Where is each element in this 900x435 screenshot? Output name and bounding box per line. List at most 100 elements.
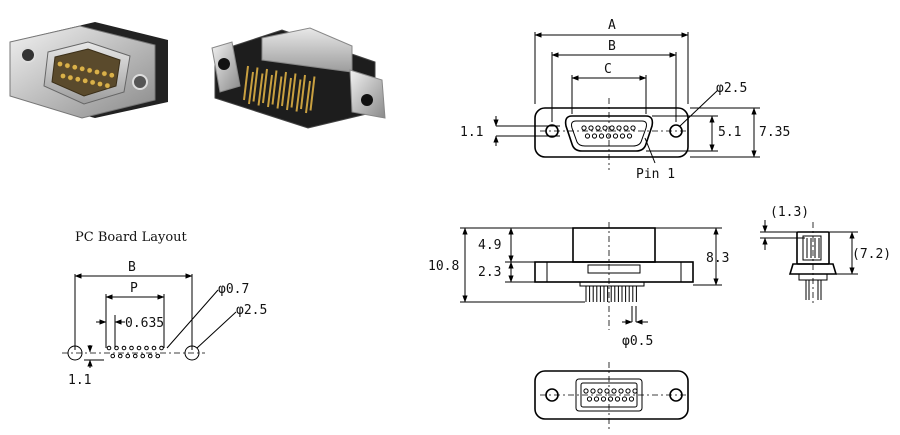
photo-pin-icon: [71, 64, 78, 71]
photo-pin-icon: [67, 74, 74, 81]
front-shell-height: 5.1: [718, 125, 741, 140]
front-pin1-label: Pin 1: [636, 167, 675, 182]
pcb-pin-icon: [114, 345, 119, 351]
connector-photo-front: [9, 22, 168, 119]
pcb-pin-icon: [129, 345, 134, 351]
photo-pin-icon: [97, 81, 103, 87]
photo-pin-icon: [295, 79, 302, 112]
mount-hole-icon: [132, 74, 148, 90]
pcb-pin-grid: [106, 345, 164, 359]
bottom-pin-icon: [604, 388, 610, 394]
photo-pin-icon: [86, 67, 93, 74]
front-pin-icon: [626, 133, 633, 139]
front-pin-icon: [595, 125, 601, 131]
end-view: (1.3) (7.2): [760, 205, 891, 306]
pcb-layout-view: PC Board Layout B P 0.635 φ0.7 φ2.5 1.1: [62, 230, 267, 388]
front-dim-c: C: [604, 62, 612, 77]
end-height: (7.2): [852, 247, 891, 262]
pcb-pin-icon: [144, 345, 149, 351]
pcb-pin-icon: [155, 353, 161, 359]
pcb-dim-p: P: [130, 281, 138, 296]
front-flange-height: 7.35: [759, 125, 790, 140]
front-pin-icon: [581, 125, 587, 131]
photo-pin-icon: [290, 73, 297, 108]
front-pin-grid: [581, 125, 636, 139]
bottom-pin-icon: [590, 388, 596, 394]
bottom-pin-icon: [586, 396, 593, 402]
pcb-pin-icon: [106, 345, 112, 351]
side-flange-thickness: 2.3: [478, 265, 501, 280]
connector-photo-rear: [211, 27, 386, 129]
bottom-pin-icon: [607, 396, 614, 402]
side-shell-outline: [572, 227, 656, 263]
bottom-pin-grid: [583, 388, 638, 402]
photo-pin-icon: [82, 77, 89, 84]
photo-pin-icon: [271, 70, 278, 105]
pcb-pin-dia: φ0.7: [218, 282, 249, 297]
side-right-height: 8.3: [706, 251, 729, 266]
photo-pin-icon: [276, 76, 283, 109]
pcb-pin-icon: [132, 353, 138, 359]
bottom-pin-icon: [583, 388, 589, 394]
side-pin-array: [585, 286, 637, 302]
mount-hole-icon: [218, 58, 230, 70]
photo-pin-icon: [60, 73, 66, 79]
front-flange-outline: [534, 107, 689, 158]
photo-pin-icon: [94, 69, 100, 75]
bottom-view: [534, 362, 689, 430]
bottom-pin-icon: [625, 388, 631, 394]
bottom-pin-icon: [628, 396, 635, 402]
pcb-pin-icon: [159, 345, 164, 351]
front-pin-icon: [598, 133, 605, 139]
photo-pin-icon: [64, 62, 71, 69]
bottom-pin-icon: [593, 396, 600, 402]
bottom-pin-icon: [614, 396, 621, 402]
pcb-pin-icon: [147, 353, 153, 359]
front-dim-b: B: [608, 39, 616, 54]
bottom-pin-icon: [621, 396, 628, 402]
photo-pin-icon: [300, 74, 306, 110]
front-pin-icon: [619, 133, 626, 139]
pcb-pin-icon: [117, 353, 123, 359]
photo-pin-icon: [89, 79, 96, 86]
photo-pin-icon: [305, 80, 311, 114]
bottom-pin-icon: [597, 388, 603, 394]
side-pin-dia: φ0.5: [622, 334, 653, 349]
pcb-pin-icon: [121, 345, 127, 351]
front-pin-icon: [616, 125, 622, 131]
photo-pin-icon: [79, 65, 86, 72]
photo-pin-icon: [309, 76, 316, 111]
pcb-pin-icon: [125, 353, 131, 359]
photo-pin-icon: [57, 61, 63, 67]
photo-pin-icon: [74, 76, 81, 83]
front-hole-offset: 1.1: [460, 125, 483, 140]
photo-pin-icon: [281, 71, 287, 107]
photo-pin-icon: [286, 77, 292, 111]
front-pin-icon: [630, 125, 636, 131]
bottom-pin-icon: [600, 396, 607, 402]
pcb-layout-title: PC Board Layout: [75, 230, 188, 245]
photo-pin-icon: [257, 73, 264, 106]
front-pin-icon: [623, 125, 629, 131]
bottom-flange-outline: [534, 370, 689, 420]
mount-hole-icon: [361, 94, 373, 106]
bottom-pin-icon: [618, 388, 624, 394]
bottom-pin-icon: [611, 388, 617, 394]
pcb-dim-b: B: [128, 260, 136, 275]
side-overall-height: 10.8: [428, 259, 459, 274]
pcb-pin-icon: [110, 353, 116, 359]
front-pin-icon: [612, 133, 619, 139]
front-hole-dia: φ2.5: [716, 81, 747, 96]
pcb-pin-icon: [140, 353, 146, 359]
photo-pin-icon: [108, 72, 115, 79]
front-shell-outer: [564, 115, 654, 152]
front-pin-icon: [584, 133, 591, 139]
side-height-top: 4.9: [478, 238, 501, 253]
front-dim-a: A: [608, 18, 616, 33]
end-top-offset: (1.3): [770, 205, 809, 220]
front-pin-icon: [609, 125, 615, 131]
photo-pin-icon: [101, 70, 108, 77]
front-pin-icon: [602, 125, 608, 131]
front-pin-icon: [591, 133, 598, 139]
